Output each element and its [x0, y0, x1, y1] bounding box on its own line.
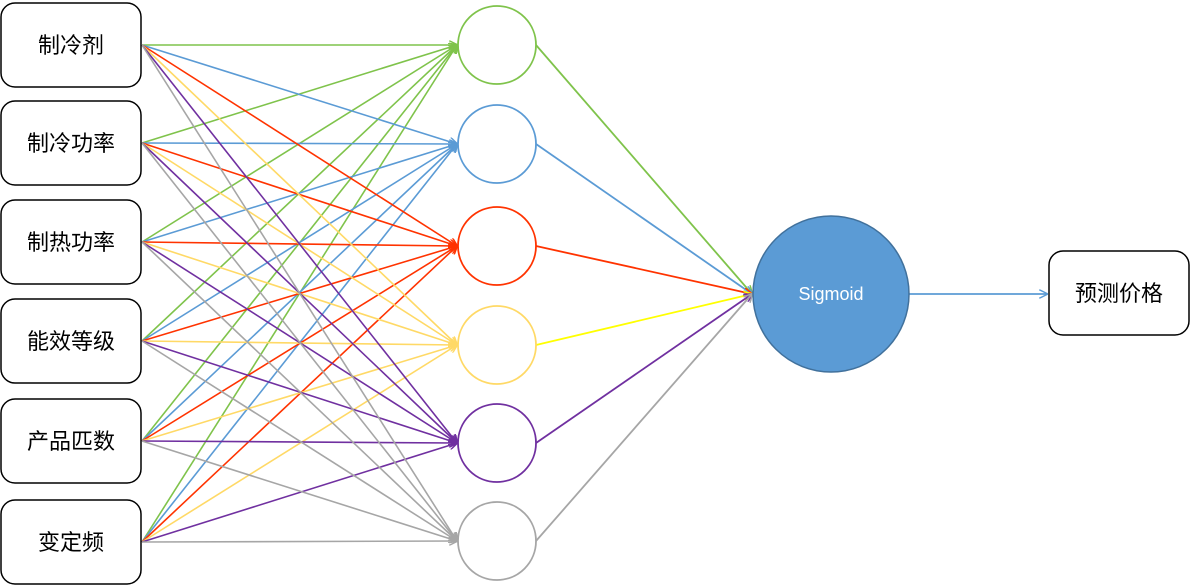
- edge-input-1-to-hidden-1: [141, 143, 457, 144]
- edge-input-5-to-hidden-5: [141, 541, 457, 542]
- edge-input-3-to-hidden-1: [141, 144, 457, 342]
- edge-hidden-0-to-sigmoid: [535, 44, 752, 294]
- edge-input-5-to-hidden-4: [141, 443, 457, 543]
- input-node-inverter-type: 变定频: [0, 499, 142, 585]
- edge-input-2-to-hidden-5: [141, 241, 457, 541]
- hidden-node-4: [457, 305, 537, 385]
- edge-hidden-5-to-sigmoid: [535, 294, 752, 542]
- input-label: 制热功率: [27, 231, 115, 256]
- edge-hidden-1-to-sigmoid: [535, 143, 752, 294]
- edge-input-2-to-hidden-1: [141, 144, 457, 243]
- edge-input-4-to-hidden-3: [141, 345, 457, 442]
- edge-input-0-to-hidden-4: [141, 44, 457, 443]
- input-node-cooling-power: 制冷功率: [0, 100, 142, 186]
- input-label: 制冷剂: [38, 34, 104, 59]
- connection-edges: [141, 44, 1047, 543]
- hidden-node-5: [457, 403, 537, 483]
- hidden-node-1: [457, 5, 537, 85]
- input-label: 变定频: [38, 531, 104, 556]
- edge-hidden-2-to-sigmoid: [535, 245, 752, 294]
- edge-hidden-4-to-sigmoid: [535, 294, 752, 444]
- input-nodes: 制冷剂 制冷功率 制热功率 能效等级 产品匹数 变定频: [0, 2, 142, 585]
- input-node-efficiency-grade: 能效等级: [0, 298, 142, 384]
- sigmoid-label: Sigmoid: [798, 284, 863, 304]
- edge-input-0-to-hidden-2: [141, 44, 457, 246]
- edge-input-4-to-hidden-4: [141, 441, 457, 443]
- sigmoid-circle: [752, 215, 910, 373]
- hidden-nodes: [457, 5, 537, 581]
- input-node-horsepower: 产品匹数: [0, 398, 142, 484]
- edge-input-0-to-hidden-1: [141, 44, 457, 144]
- input-label: 能效等级: [27, 330, 115, 355]
- edge-input-0-to-hidden-5: [141, 44, 457, 541]
- edge-input-1-to-hidden-5: [141, 142, 457, 541]
- edge-input-4-to-hidden-5: [141, 440, 457, 541]
- edge-hidden-3-to-sigmoid: [535, 294, 752, 346]
- edge-input-3-to-hidden-5: [141, 340, 457, 541]
- edge-input-0-to-hidden-3: [141, 44, 457, 345]
- input-label: 产品匹数: [27, 430, 115, 455]
- edge-input-5-to-hidden-2: [141, 246, 457, 543]
- hidden-node-2: [457, 104, 537, 184]
- input-label: 制冷功率: [27, 132, 115, 157]
- output-node: 预测价格: [1048, 250, 1190, 336]
- hidden-node-3: [457, 206, 537, 286]
- sigmoid-node: Sigmoid: [752, 215, 910, 373]
- hidden-node-6: [457, 501, 537, 581]
- input-node-refrigerant: 制冷剂: [0, 2, 142, 88]
- input-node-heating-power: 制热功率: [0, 199, 142, 285]
- output-label: 预测价格: [1075, 282, 1163, 307]
